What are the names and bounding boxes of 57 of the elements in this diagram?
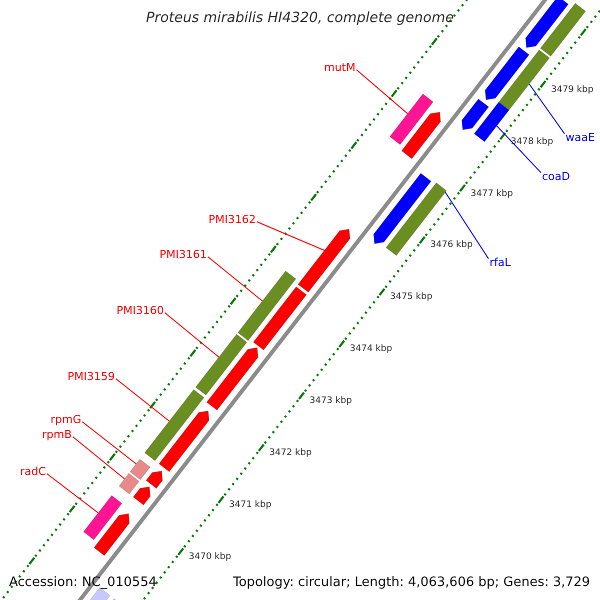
gene-label: radC bbox=[20, 466, 46, 476]
gene-block bbox=[298, 228, 350, 293]
footer-note: Accession: NC_010554 bbox=[9, 576, 157, 588]
footer-note: Topology: circular; Length: 4,063,606 bp; Genes: 3,729 bbox=[233, 576, 590, 588]
gene-block bbox=[484, 46, 530, 100]
gene-bar bbox=[83, 495, 122, 540]
gene-block bbox=[146, 470, 163, 489]
chart-title: Proteus mirabilis HI4320, complete genome bbox=[146, 11, 454, 25]
scale-label: 3479 kbp bbox=[551, 86, 594, 95]
gene-label: rfaL bbox=[490, 256, 511, 268]
leader-line bbox=[444, 192, 489, 260]
gene-label: coaD bbox=[542, 170, 570, 182]
scale-label: 3478 kbp bbox=[510, 138, 554, 147]
gene-label: PMI3161 bbox=[160, 248, 207, 260]
leader-line bbox=[72, 436, 126, 480]
gene-bar bbox=[195, 334, 248, 396]
gene-bar bbox=[389, 93, 434, 146]
scale-label: 3472 kbp bbox=[269, 449, 312, 458]
gene-block bbox=[158, 410, 210, 472]
scale-label: 3471 kbp bbox=[229, 501, 272, 510]
gene-label: mutM bbox=[324, 62, 356, 72]
leader-line bbox=[82, 421, 137, 464]
scale-label: 3477 kbp bbox=[470, 190, 513, 199]
leader-line bbox=[115, 378, 170, 422]
gene-block bbox=[94, 513, 130, 556]
gene-bar bbox=[252, 286, 307, 350]
leader-line bbox=[256, 221, 325, 251]
gene-bar bbox=[237, 270, 296, 342]
gene-bar bbox=[144, 389, 204, 462]
gene-label: waaE bbox=[566, 132, 595, 142]
gene-block bbox=[525, 0, 569, 48]
gene-block bbox=[401, 112, 441, 160]
leader-line bbox=[528, 83, 565, 134]
gene-block bbox=[132, 486, 151, 506]
leader-line bbox=[207, 256, 263, 302]
scale-label: 3473 kbp bbox=[310, 397, 352, 406]
gene-label: rpmB bbox=[42, 428, 72, 440]
gene-label: PMI3160 bbox=[116, 304, 164, 316]
gene-bar bbox=[118, 472, 140, 494]
gene-bar bbox=[498, 49, 550, 111]
scale-label: 3475 kbp bbox=[390, 293, 432, 302]
leader-line bbox=[46, 473, 99, 514]
gene-block bbox=[373, 172, 432, 244]
gene-label: rpmG bbox=[50, 414, 82, 424]
scale-label: 3470 kbp bbox=[188, 553, 232, 562]
scale-label: 3476 kbp bbox=[430, 241, 473, 250]
gene-block bbox=[462, 98, 490, 130]
gene-block bbox=[206, 347, 258, 411]
gene-bar bbox=[540, 2, 586, 57]
scale-label: 3474 kbp bbox=[350, 345, 392, 354]
leader-line bbox=[356, 69, 408, 114]
gene-bar bbox=[474, 102, 510, 142]
gene-label: PMI3162 bbox=[208, 214, 256, 224]
leader-line bbox=[496, 125, 542, 174]
gene-bar bbox=[130, 458, 151, 480]
leader-line bbox=[164, 312, 220, 358]
gene-label: PMI3159 bbox=[68, 370, 115, 382]
